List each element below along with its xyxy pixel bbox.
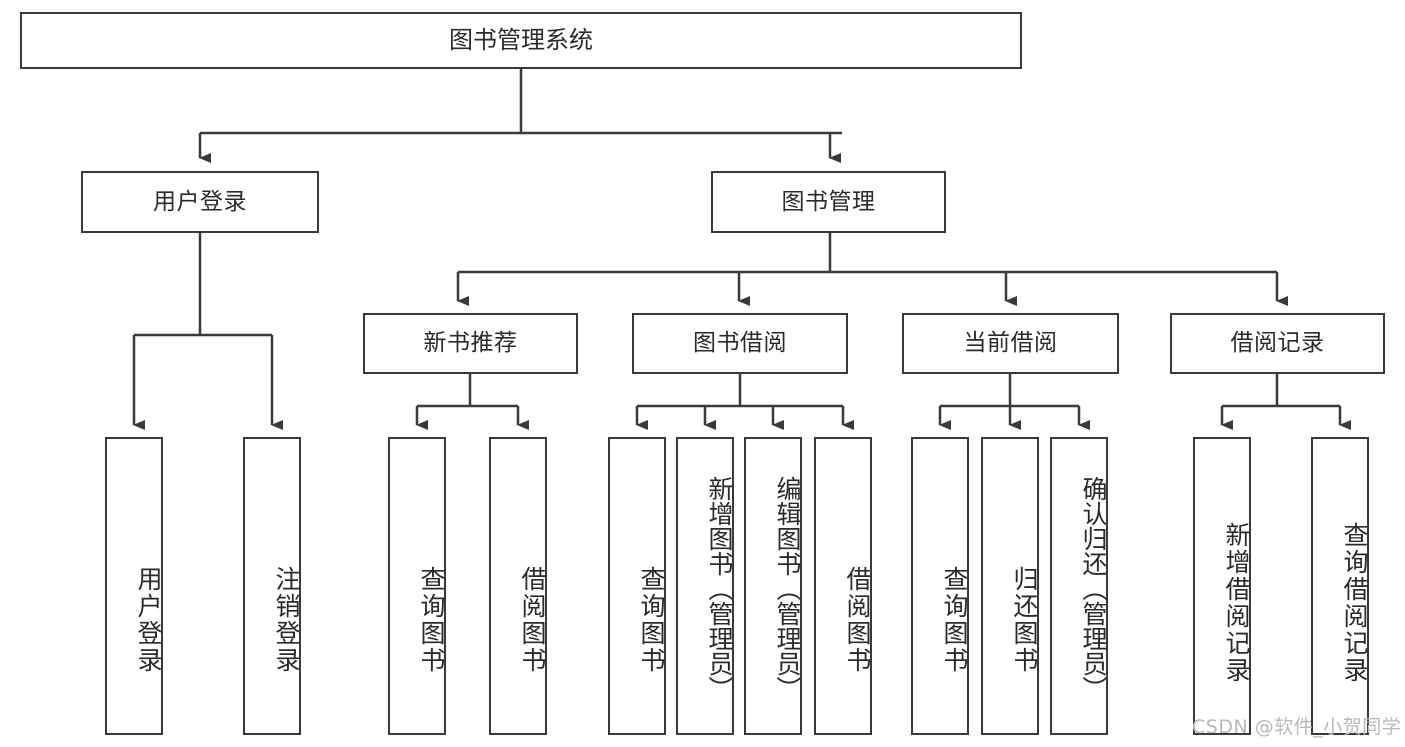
leaf-edit-book[interactable]: 编辑图书（管理员）: [744, 437, 802, 735]
leaf-query-book-1[interactable]: 查询图书: [388, 437, 446, 735]
node-label: 图书借阅: [693, 330, 787, 357]
node-user-login[interactable]: 用户登录: [81, 171, 319, 233]
node-label: 查询图书: [637, 566, 666, 674]
node-new-book-recommend[interactable]: 新书推荐: [363, 313, 578, 374]
leaf-confirm-return[interactable]: 确认归还（管理员）: [1050, 437, 1108, 735]
node-label: 编辑图书（管理员）: [773, 475, 802, 701]
leaf-user-login[interactable]: 用户登录: [105, 437, 163, 735]
node-label: 图书管理系统: [449, 25, 593, 54]
node-current-borrow[interactable]: 当前借阅: [902, 313, 1119, 374]
leaf-logout-login[interactable]: 注销登录: [243, 437, 301, 735]
node-label: 确认归还（管理员）: [1079, 475, 1108, 701]
leaf-query-book-3[interactable]: 查询图书: [911, 437, 969, 735]
node-root-book-management-system[interactable]: 图书管理系统: [20, 12, 1022, 69]
leaf-borrow-book-1[interactable]: 借阅图书: [489, 437, 547, 735]
node-label: 注销登录: [272, 566, 301, 674]
leaf-return-book[interactable]: 归还图书: [981, 437, 1039, 735]
node-label: 当前借阅: [963, 330, 1058, 357]
node-label: 查询图书: [940, 566, 969, 674]
node-label: 图书管理: [781, 188, 876, 215]
node-borrow-record[interactable]: 借阅记录: [1170, 313, 1385, 374]
node-label: 借阅图书: [518, 566, 547, 674]
leaf-add-borrow-record[interactable]: 新增借阅记录: [1193, 437, 1251, 735]
node-label: 查询借阅记录: [1340, 522, 1369, 684]
node-label: 新书推荐: [423, 330, 518, 357]
leaf-borrow-book-2[interactable]: 借阅图书: [814, 437, 872, 735]
node-label: 查询图书: [417, 566, 446, 674]
node-book-management[interactable]: 图书管理: [711, 171, 946, 233]
leaf-query-borrow-record[interactable]: 查询借阅记录: [1311, 437, 1369, 735]
node-label: 借阅记录: [1230, 330, 1325, 357]
leaf-add-book[interactable]: 新增图书（管理员）: [676, 437, 734, 735]
node-label: 新增借阅记录: [1222, 522, 1251, 684]
csdn-watermark: CSDN @软件_小贺同学: [1192, 716, 1402, 738]
node-label: 借阅图书: [843, 566, 872, 674]
node-label: 用户登录: [153, 188, 247, 215]
node-label: 新增图书（管理员）: [705, 475, 734, 701]
leaf-query-book-2[interactable]: 查询图书: [608, 437, 666, 735]
node-label: 归还图书: [1010, 566, 1039, 674]
node-label: 用户登录: [134, 566, 163, 674]
node-book-borrow[interactable]: 图书借阅: [632, 313, 848, 374]
